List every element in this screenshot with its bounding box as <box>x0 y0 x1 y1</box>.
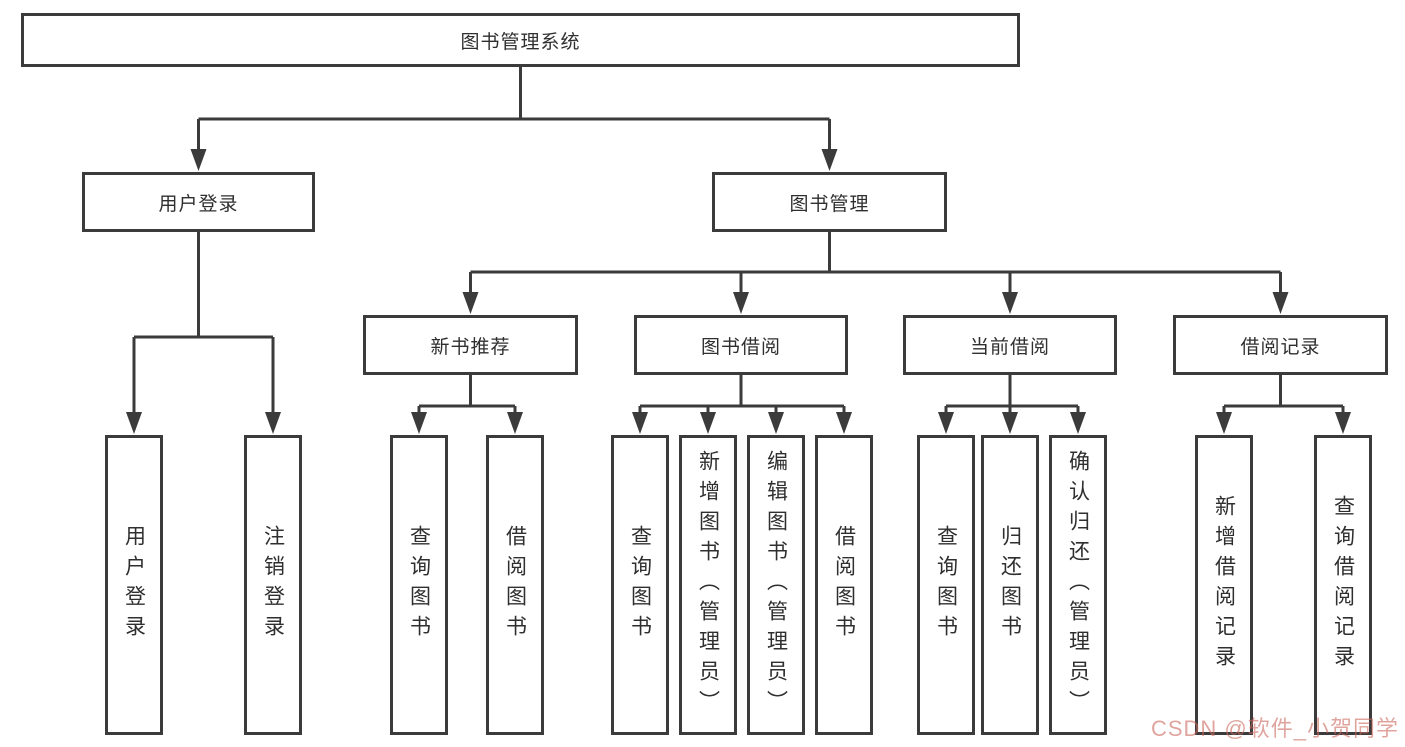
leaf-add-borrow-record: 新增借阅记录 <box>1195 435 1253 735</box>
arrowhead <box>836 412 852 434</box>
arrowhead <box>462 292 479 314</box>
node-label: 借阅图书 <box>503 525 527 645</box>
arrowhead <box>821 149 838 171</box>
node-label: 图书管理 <box>789 193 870 215</box>
node-label: 编辑图书（管理员） <box>764 450 788 720</box>
node-label: 新增图书（管理员） <box>696 450 720 720</box>
node-label: 用户登录 <box>158 193 239 215</box>
edge-borrow-to-leaves <box>638 375 846 414</box>
arrowhead <box>733 292 749 314</box>
node-label: 用户登录 <box>122 525 146 645</box>
leaf-return-books: 归还图书 <box>981 435 1039 735</box>
leaf-borrow-books-2: 借阅图书 <box>815 435 873 735</box>
leaf-query-books-2: 查询图书 <box>611 435 669 735</box>
node-label: 确认归还（管理员） <box>1066 450 1090 720</box>
node-label: 图书管理系统 <box>460 31 581 53</box>
edge-records-to-leaves <box>1222 375 1345 414</box>
edge-userlogin-to-leaves <box>132 232 275 415</box>
arrowhead <box>265 412 281 434</box>
arrowhead <box>507 412 523 434</box>
leaf-query-books-3: 查询图书 <box>917 435 975 735</box>
arrowhead <box>126 412 142 434</box>
node-label: 查询图书 <box>934 525 958 645</box>
node-label: 新增借阅记录 <box>1212 495 1236 675</box>
arrowhead <box>1216 412 1232 434</box>
node-label: 借阅记录 <box>1240 336 1321 358</box>
arrowhead <box>1335 412 1351 434</box>
node-label: 新书推荐 <box>430 336 511 358</box>
node-borrowing-records: 借阅记录 <box>1173 315 1388 375</box>
node-label: 归还图书 <box>998 525 1022 645</box>
node-label: 查询图书 <box>407 525 431 645</box>
edge-newrec-to-leaves <box>417 375 517 414</box>
leaf-query-borrow-record: 查询借阅记录 <box>1314 435 1372 735</box>
leaf-logout: 注销登录 <box>244 435 302 735</box>
arrowhead <box>700 412 716 434</box>
leaf-edit-books-admin: 编辑图书（管理员） <box>747 435 805 735</box>
arrowhead <box>768 412 784 434</box>
leaf-borrow-books-1: 借阅图书 <box>486 435 544 735</box>
arrowhead <box>632 412 648 434</box>
leaf-add-books-admin: 新增图书（管理员） <box>679 435 737 735</box>
arrowhead <box>1272 292 1289 314</box>
arrowhead <box>190 149 207 171</box>
edge-current-to-leaves <box>944 375 1080 414</box>
leaf-query-books-1: 查询图书 <box>390 435 448 735</box>
leaf-confirm-return-admin: 确认归还（管理员） <box>1049 435 1107 735</box>
edge-bookmgmt-to-level3 <box>469 232 1282 296</box>
node-current-borrowing: 当前借阅 <box>903 315 1117 375</box>
node-label: 注销登录 <box>261 525 285 645</box>
arrowhead <box>411 412 427 434</box>
node-book-borrowing: 图书借阅 <box>634 315 848 375</box>
node-library-management-system: 图书管理系统 <box>21 13 1020 67</box>
node-label: 查询借阅记录 <box>1331 495 1355 675</box>
node-label: 图书借阅 <box>700 336 781 358</box>
arrowhead <box>938 412 954 434</box>
node-new-book-recommend: 新书推荐 <box>363 315 578 375</box>
arrowhead <box>1002 292 1018 314</box>
node-label: 查询图书 <box>628 525 652 645</box>
node-user-login: 用户登录 <box>82 172 315 232</box>
arrowhead <box>1002 412 1018 434</box>
node-book-management: 图书管理 <box>712 172 947 232</box>
leaf-user-login: 用户登录 <box>105 435 163 735</box>
arrowhead <box>1070 412 1086 434</box>
edge-root-to-level2 <box>197 67 831 152</box>
node-label: 借阅图书 <box>832 525 856 645</box>
node-label: 当前借阅 <box>969 336 1050 358</box>
